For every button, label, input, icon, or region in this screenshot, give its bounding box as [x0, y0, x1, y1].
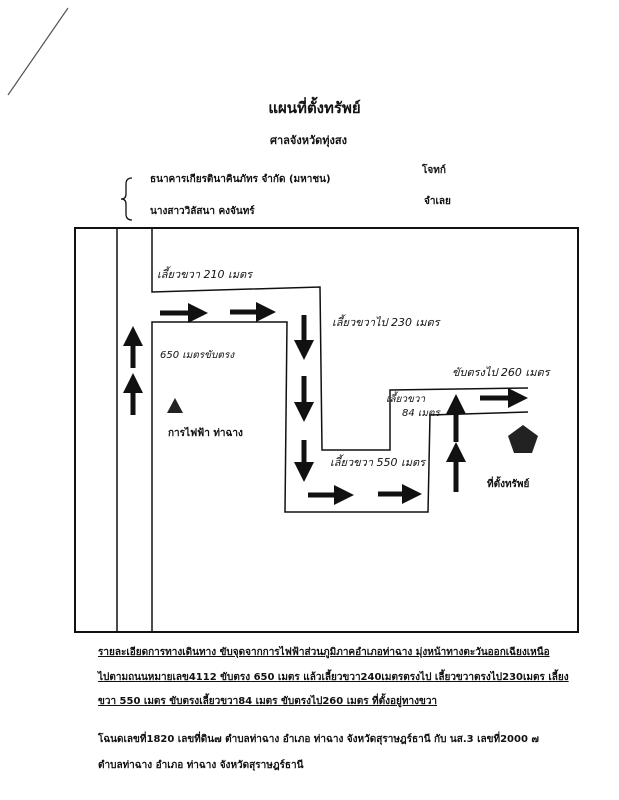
- route-arrows: [123, 302, 528, 505]
- directions-heading: รายละเอียดการทางเดินทาง: [98, 647, 217, 658]
- map-label: เลี้ยวขวา 210 เมตร: [157, 268, 253, 281]
- directions-text: ขับจุดจากการไฟฟ้าส่วนภูมิภาคอำเภอท่าฉาง …: [216, 647, 550, 658]
- court-name: ศาลจังหวัดทุ่งสง: [270, 134, 347, 147]
- property-pentagon-icon: [508, 425, 538, 453]
- directions-line-3: ขวา 550 เมตร ขับตรงเลี้ยวขวา84 เมตร ขับต…: [98, 696, 438, 707]
- defendant-name: นางสาววิลัสนา คงจันทร์: [150, 206, 255, 217]
- landmark-label: การไฟฟ้า ท่าฉาง: [168, 428, 243, 439]
- map-frame: [74, 227, 579, 633]
- landmark-triangle-icon: [167, 398, 183, 413]
- map-label: 84 เมตร: [402, 408, 440, 419]
- map-label: เลี้ยวขวา 550 เมตร: [330, 456, 426, 469]
- party-brace: [120, 177, 133, 221]
- roads: [116, 228, 529, 632]
- map-label: เลี้ยวขวา: [386, 394, 426, 405]
- directions-line-1: รายละเอียดการทางเดินทาง ขับจุดจากการไฟฟ้…: [98, 645, 550, 660]
- map-label: 650 เมตรขับตรง: [160, 350, 235, 361]
- plaintiff-role: โจทก์: [422, 165, 446, 176]
- deed-line-1: โฉนดเลขที่1820 เลขที่ดิน๗ ตำบลท่าฉาง อำเ…: [98, 734, 539, 745]
- defendant-role: จำเลย: [424, 196, 451, 207]
- map-label: เลี้ยวขวาไป 230 เมตร: [332, 316, 440, 329]
- deed-line-2: ตำบลท่าฉาง อำเภอ ท่าฉาง จังหวัดสุราษฎร์ธ…: [98, 760, 304, 771]
- property-label: ที่ตั้งทรัพย์: [487, 479, 530, 490]
- page-title: แผนที่ตั้งทรัพย์: [268, 99, 361, 117]
- directions-line-2: ไปตามถนนหมายเลข4112 ขับตรง 650 เมตร แล้ว…: [98, 672, 569, 683]
- plaintiff-name: ธนาคารเกียรตินาคินภัทร จำกัด (มหาชน): [150, 174, 331, 185]
- scan-edge-line: [7, 7, 69, 96]
- map-label: ขับตรงไป 260 เมตร: [452, 366, 550, 379]
